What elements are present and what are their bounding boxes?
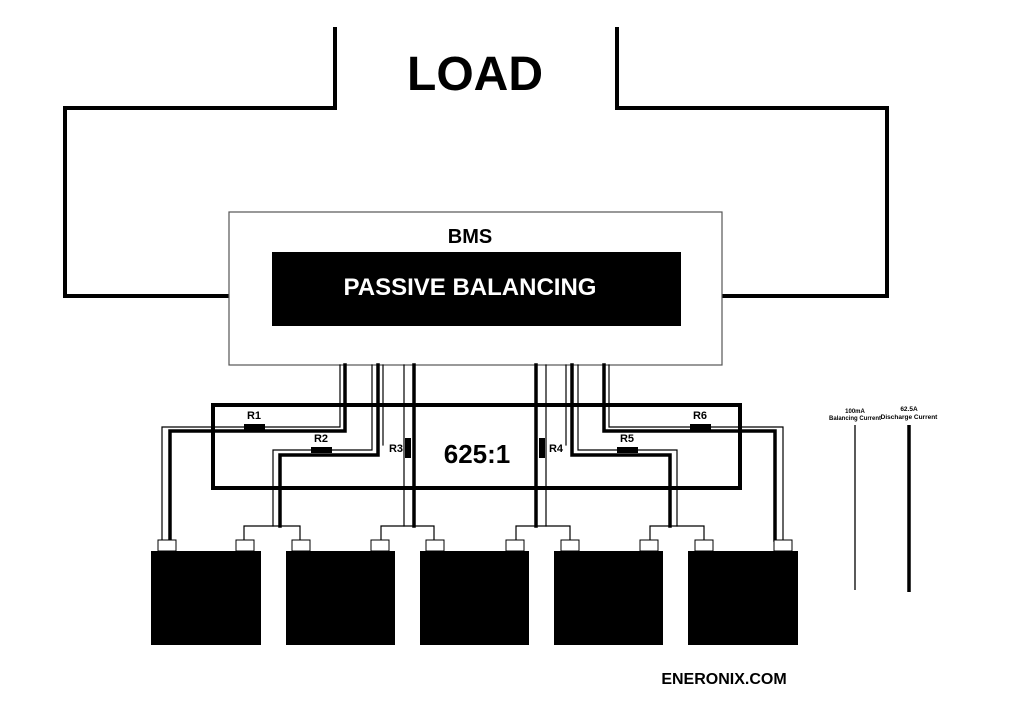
- lead-r1-thick: [168, 363, 347, 542]
- resistors: [244, 424, 711, 458]
- passive-balancing-label: PASSIVE BALANCING: [344, 274, 597, 301]
- resistor-labels: R1 R2 R3 R4 R5 R6: [247, 410, 707, 455]
- resistor-r3: [405, 438, 411, 458]
- battery-cell: [151, 539, 261, 645]
- lead-r2-thick: [278, 363, 380, 528]
- battery-body: [688, 551, 798, 645]
- resistor-r5: [617, 447, 638, 453]
- battery-terminal: [694, 539, 714, 552]
- balancing-bank-frame: [211, 403, 742, 490]
- battery-terminal: [235, 539, 255, 552]
- lead-r5-thin: [577, 364, 678, 527]
- current-legend: 100mA Balancing Current 62.5A Discharge …: [829, 406, 938, 592]
- bms-title: BMS: [448, 226, 492, 248]
- passive-balancing-banner: [272, 252, 681, 326]
- battery-terminal: [773, 539, 793, 552]
- resistor-label-r4: R4: [549, 443, 564, 455]
- resistor-r2: [311, 447, 332, 453]
- bus-bar-4: [649, 525, 705, 541]
- lead-r5-thick: [570, 363, 672, 528]
- ratio-label: 625:1: [444, 439, 511, 469]
- battery-body: [286, 551, 395, 645]
- bus-bar-1: [243, 525, 301, 541]
- resistor-label-r1: R1: [247, 410, 261, 422]
- resistor-r4: [539, 438, 545, 458]
- battery-terminal: [425, 539, 445, 552]
- discharge-current-value: 62.5A: [900, 406, 918, 413]
- battery-cell: [420, 539, 529, 645]
- discharge-current-label: Discharge Current: [881, 414, 939, 421]
- battery-pack: [151, 539, 798, 645]
- resistor-label-r5: R5: [620, 433, 634, 445]
- battery-terminal: [157, 539, 177, 552]
- lead-r2-thin: [272, 364, 373, 527]
- brand-label: ENERONIX.COM: [661, 671, 786, 688]
- load-wire-left: [63, 27, 337, 298]
- balancing-current-value: 100mA: [845, 409, 865, 415]
- resistor-label-r3: R3: [389, 443, 403, 455]
- resistor-r1: [244, 424, 265, 430]
- battery-cell: [286, 539, 395, 645]
- resistor-label-r6: R6: [693, 410, 707, 422]
- battery-body: [420, 551, 529, 645]
- battery-terminal: [291, 539, 311, 552]
- balancing-current-label: Balancing Current: [829, 416, 881, 422]
- load-wire-right: [615, 27, 889, 298]
- lead-r6-thick: [602, 363, 777, 542]
- battery-body: [151, 551, 261, 645]
- bus-bar-3: [515, 525, 571, 541]
- battery-cell: [554, 539, 663, 645]
- bus-bar-2: [380, 525, 435, 541]
- load-circuit: [63, 27, 889, 298]
- battery-body: [554, 551, 663, 645]
- battery-terminal: [639, 539, 659, 552]
- battery-terminal: [370, 539, 390, 552]
- resistor-r6: [690, 424, 711, 430]
- battery-terminal: [505, 539, 525, 552]
- resistor-label-r2: R2: [314, 433, 328, 445]
- load-label: LOAD: [407, 48, 543, 101]
- battery-terminal: [560, 539, 580, 552]
- battery-cell: [688, 539, 798, 645]
